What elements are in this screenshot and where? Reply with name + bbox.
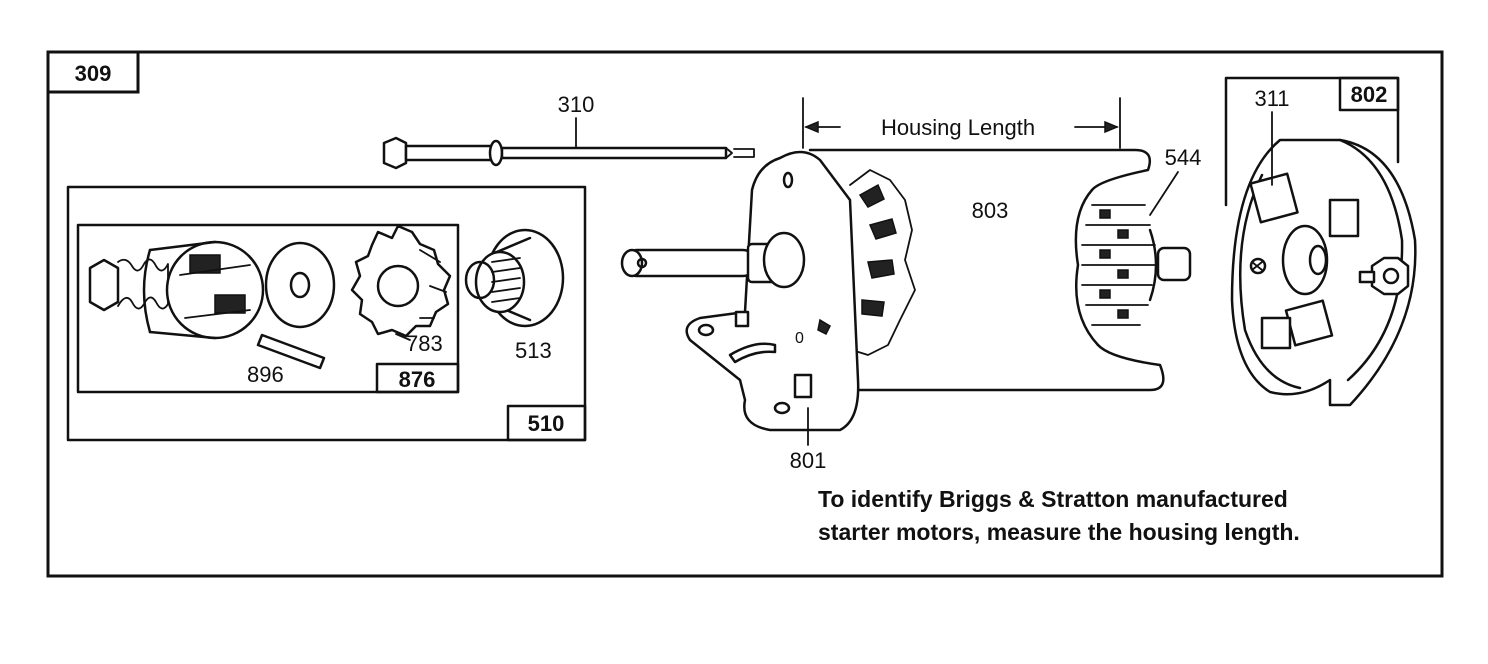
housing-drawing bbox=[808, 148, 1192, 392]
diagram-frame bbox=[46, 50, 1444, 578]
commutator-end-cap-drawing bbox=[1230, 138, 1417, 407]
part-label-commutator: 544 bbox=[1165, 145, 1202, 170]
housing-length-label: Housing Length bbox=[881, 115, 1035, 140]
diagram-number: 309 bbox=[75, 61, 112, 86]
drive-kit-box: 876 bbox=[76, 223, 460, 394]
part-label-drive-end-cap: 801 bbox=[790, 448, 827, 473]
box-label-drive-kit: 876 bbox=[399, 367, 436, 392]
end-cap-kit-box: 802 bbox=[1224, 76, 1400, 207]
note-line-1: To identify Briggs & Stratton manufactur… bbox=[818, 486, 1288, 512]
box-label-end-cap-kit: 802 bbox=[1351, 82, 1388, 107]
part-label-gear: 783 bbox=[406, 331, 443, 356]
gear-drawing bbox=[350, 224, 452, 338]
thrust-washer-drawing bbox=[264, 241, 336, 329]
box-label-drive-assembly: 510 bbox=[528, 411, 565, 436]
commutator-leader-line bbox=[1149, 171, 1179, 216]
roll-pin-drawing bbox=[256, 333, 326, 370]
gear-leader-line bbox=[395, 333, 411, 341]
svg-text:0: 0 bbox=[795, 330, 804, 347]
note-line-2: starter motors, measure the housing leng… bbox=[818, 519, 1300, 545]
part-label-clutch: 513 bbox=[515, 338, 552, 363]
part-label-through-bolt: 310 bbox=[558, 92, 595, 117]
armature-shaft-drawing bbox=[620, 231, 806, 289]
identification-note: To identify Briggs & Stratton manufactur… bbox=[818, 486, 1300, 545]
housing-length-dimension bbox=[802, 97, 1121, 149]
drive-end-cap-drawing: 0 bbox=[685, 150, 860, 432]
diagram-number-box: 309 bbox=[46, 50, 140, 94]
clutch-drawing bbox=[464, 228, 565, 328]
part-label-housing: 803 bbox=[972, 198, 1009, 223]
part-label-nut: 311 bbox=[1254, 86, 1289, 111]
through-bolt-drawing bbox=[382, 136, 755, 170]
drive-assembly-box: 510 bbox=[66, 185, 587, 442]
drive-barrel-drawing bbox=[88, 240, 265, 340]
part-label-roll-pin: 896 bbox=[247, 362, 284, 387]
